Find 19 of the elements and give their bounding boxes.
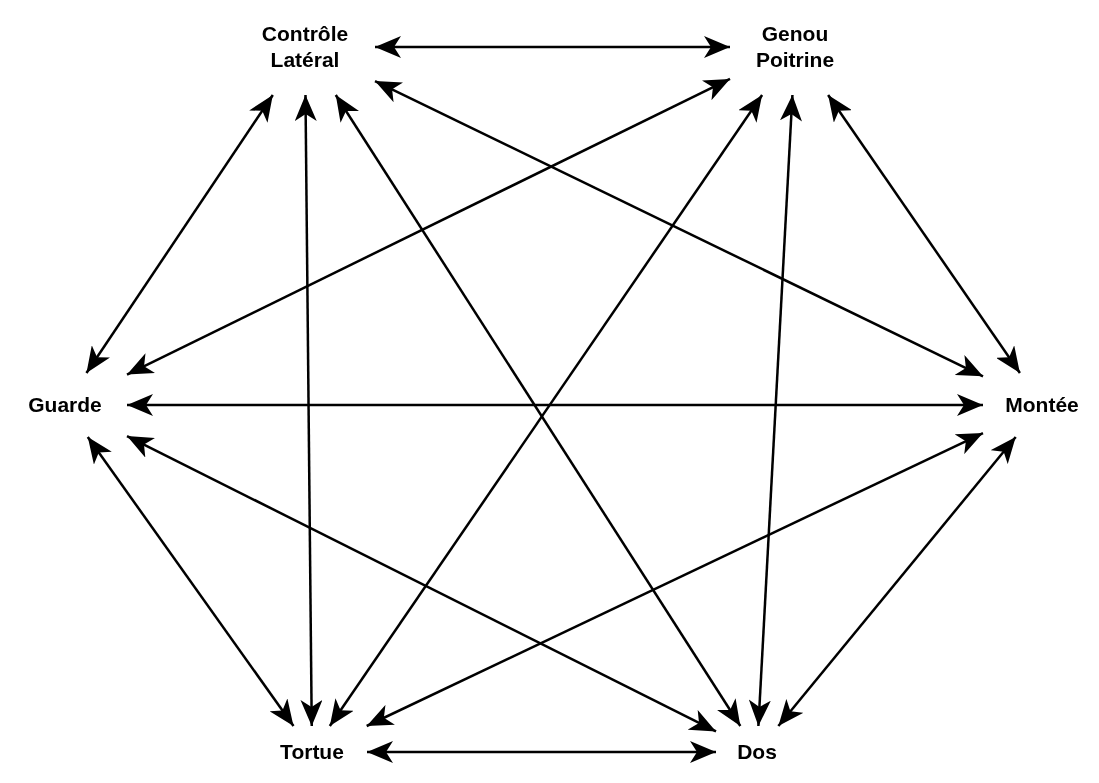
double-arrow: [777, 436, 1017, 727]
double-arrow: [748, 94, 802, 727]
double-arrow: [294, 95, 323, 726]
double-arrow: [367, 741, 716, 763]
double-arrow: [366, 431, 984, 728]
double-arrow: [86, 436, 295, 727]
double-arrow: [126, 434, 717, 733]
double-arrow: [85, 94, 274, 374]
node-label: Montée: [1005, 392, 1079, 418]
node-label: Contrôle Latéral: [260, 21, 350, 73]
double-arrow: [375, 36, 730, 58]
double-arrow: [827, 94, 1021, 374]
node-label: Tortue: [280, 739, 344, 765]
node-label: Guarde: [28, 392, 102, 418]
double-arrow: [374, 79, 984, 378]
node-label: Genou Poitrine: [754, 21, 836, 73]
double-arrow: [126, 77, 731, 376]
double-arrow: [127, 394, 983, 416]
node-label: Dos: [737, 739, 777, 765]
